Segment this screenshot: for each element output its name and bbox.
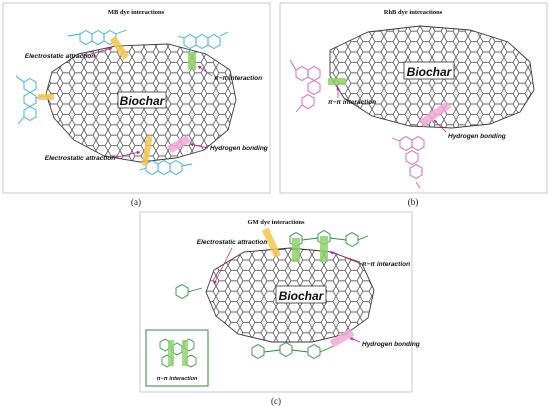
panel-c-electrostatic-label: Electrostatic attraction (197, 239, 267, 246)
panel-a-electrostatic-highlight-top (109, 35, 130, 60)
panel-b-core-label-box (403, 61, 455, 80)
panel-c-electrostatic-highlight (261, 227, 281, 258)
panel-b-hbond-arrow (433, 119, 447, 133)
panel-b-rhb-dye-bottom (391, 135, 425, 189)
panel-c-gm-dye-top (289, 229, 369, 248)
panel-a-electrostatic-bottom-label: Electrostatic attraction (45, 155, 115, 162)
panel-c-pi-label: π−π interaction (362, 261, 410, 268)
panel-a-core-label: Biochar (120, 94, 166, 108)
panel-a-mb-dye-right (177, 31, 229, 50)
panel-a-hbond-arrow (189, 142, 209, 149)
panel-a-electrostatic-highlight-left (38, 94, 54, 100)
panel-c-core-label: Biochar (279, 289, 325, 303)
panel-a-pi-label: π−π interaction (214, 75, 262, 82)
panel-a-electrostatic-top-label: Electrostatic attraction (25, 53, 95, 60)
panel-a-pi-highlight (188, 52, 196, 70)
panel-b-pi-text: π−π interaction (328, 99, 376, 106)
panel-a-pi-arrow (197, 65, 213, 77)
panel-c-inset-pi-highlight-2 (182, 340, 188, 366)
panel-b-hbond-highlight (418, 100, 452, 128)
panel-a-electrostatic-highlight-bottom (141, 135, 153, 167)
panel-c-inset-frame (145, 329, 209, 387)
panel-a-title: MB dye interactions (108, 9, 165, 16)
panel-b-hbond-label: Hydrogen bonding (448, 133, 506, 140)
panel-c-sub-label: (c) (271, 396, 281, 406)
panel-c-pi-highlight-2 (320, 236, 328, 262)
panel-c-hbond-label: Hydrogen bonding (362, 341, 420, 348)
panel-b-title: RhB dye interactions (384, 9, 443, 16)
panel-a-sub-label: (a) (131, 197, 141, 207)
panel-c-hbond-highlight (329, 328, 355, 348)
panel-c: GM dye interactions Biochar Electrostati… (139, 211, 420, 406)
panel-c-inset-pi-highlight-1 (168, 340, 174, 366)
panel-c-gm-dye-bottom (251, 341, 335, 360)
panel-a-mb-dye-left (15, 75, 47, 125)
panel-c-core-label-box (275, 285, 327, 304)
panel-c-gm-dye-left (175, 283, 203, 300)
panel-b-core-label: Biochar (407, 65, 453, 79)
panel-c-inset-pi-label: π−π interaction (157, 376, 198, 382)
panel-c-pi-arrow (329, 251, 361, 263)
panel-a-electrostatic-top-arrow (83, 47, 113, 57)
panel-c-pi-highlight-1 (292, 238, 300, 262)
panel-c-hbond-arrow (349, 337, 361, 343)
panel-a-electrostatic-bottom-arrow (111, 150, 141, 159)
panel-a-mb-dye-bottom (139, 159, 193, 176)
panel-a-hbond-label: Hydrogen bonding (210, 145, 268, 152)
panel-c-title: GM dye interactions (247, 219, 305, 226)
panel-b-pi-highlight (328, 78, 346, 85)
panel-a-hbond-highlight (167, 135, 191, 153)
panel-b-pi-label: π−π interaction (328, 99, 376, 106)
panel-a: MB dye interactions Biochar (2, 2, 271, 207)
panel-b-rhb-dye-left (289, 59, 321, 113)
panel-c-electrostatic-arrow (213, 247, 233, 285)
panel-a-electrostatic-top-text: Electrostatic attraction (25, 53, 95, 60)
panel-a-core-label-box (117, 91, 167, 109)
panel-b: RhB dye interactions Biochar π−π interac… (279, 2, 548, 207)
panel-b-sub-label: (b) (408, 197, 419, 207)
